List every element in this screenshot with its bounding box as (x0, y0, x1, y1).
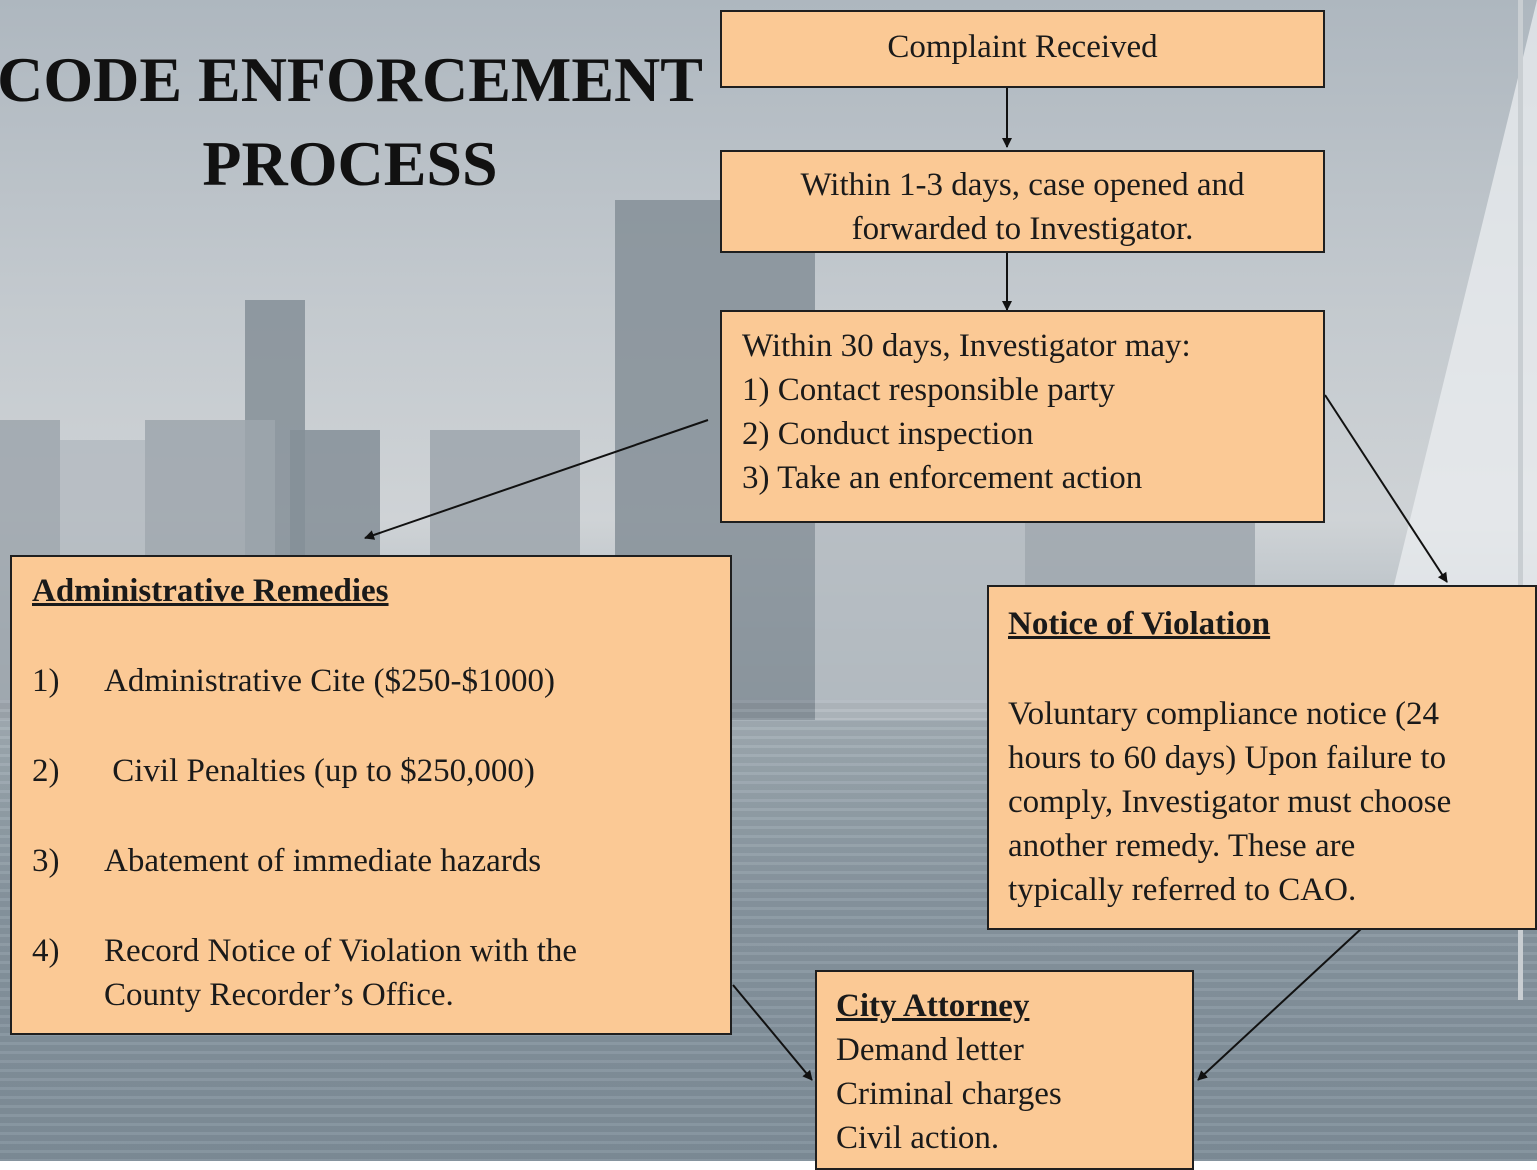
arrow-investigator-to-admin (364, 419, 709, 540)
list-text: Civil Penalties (up to $250,000) (104, 753, 535, 789)
city-line: Criminal charges (836, 1076, 1062, 1112)
list-item: 4) Record Notice of Violation with the C… (32, 929, 730, 1017)
investigator-item: 2) Conduct inspection (742, 416, 1034, 452)
list-number: 3) (32, 843, 60, 879)
arrow-nov-to-city (1197, 927, 1363, 1081)
investigator-heading: Within 30 days, Investigator may: (742, 328, 1191, 364)
nov-title: Notice of Violation (1008, 606, 1271, 642)
list-number: 2) (32, 753, 60, 789)
city-line: Civil action. (836, 1120, 1000, 1156)
page-title: CODE ENFORCEMENT PROCESS (0, 38, 730, 206)
list-number: 1) (32, 663, 60, 699)
case-line-2: forwarded to Investigator. (851, 211, 1194, 247)
nov-line: another remedy. These are (1008, 828, 1356, 864)
list-item: 3) Abatement of immediate hazards (32, 839, 730, 883)
city-attorney-box: City Attorney Demand letter Criminal cha… (815, 970, 1194, 1170)
investigator-item: 1) Contact responsible party (742, 372, 1115, 408)
case-line-1: Within 1-3 days, case opened and (800, 167, 1245, 203)
list-item: 2) Civil Penalties (up to $250,000) (32, 749, 730, 793)
list-number: 4) (32, 933, 60, 969)
case-opened-box: Within 1-3 days, case opened and forward… (720, 150, 1325, 253)
notice-of-violation-box: Notice of Violation Voluntary compliance… (987, 585, 1537, 930)
title-line-1: CODE ENFORCEMENT (0, 44, 703, 115)
nov-line: Voluntary compliance notice (24 (1008, 696, 1440, 732)
list-text: Administrative Cite ($250-$1000) (104, 663, 555, 699)
nov-line: comply, Investigator must choose (1008, 784, 1452, 820)
complaint-received-box: Complaint Received (720, 10, 1325, 88)
title-line-2: PROCESS (202, 128, 498, 199)
nov-line: typically referred to CAO. (1008, 872, 1357, 908)
list-text-line-2: County Recorder’s Office. (104, 977, 454, 1013)
arrow-admin-to-city (732, 984, 813, 1081)
investigator-box: Within 30 days, Investigator may: 1) Con… (720, 310, 1325, 523)
nov-line: hours to 60 days) Upon failure to (1008, 740, 1447, 776)
complaint-text: Complaint Received (887, 29, 1158, 65)
arrow-investigator-to-nov (1324, 394, 1448, 583)
list-text-line-1: Record Notice of Violation with the (104, 933, 578, 969)
city-title: City Attorney (836, 988, 1030, 1024)
city-line: Demand letter (836, 1032, 1024, 1068)
list-text: Abatement of immediate hazards (104, 843, 542, 879)
admin-title: Administrative Remedies (32, 573, 389, 609)
list-item: 1) Administrative Cite ($250-$1000) (32, 659, 730, 703)
investigator-item: 3) Take an enforcement action (742, 460, 1143, 496)
administrative-remedies-box: Administrative Remedies 1) Administrativ… (10, 555, 732, 1035)
